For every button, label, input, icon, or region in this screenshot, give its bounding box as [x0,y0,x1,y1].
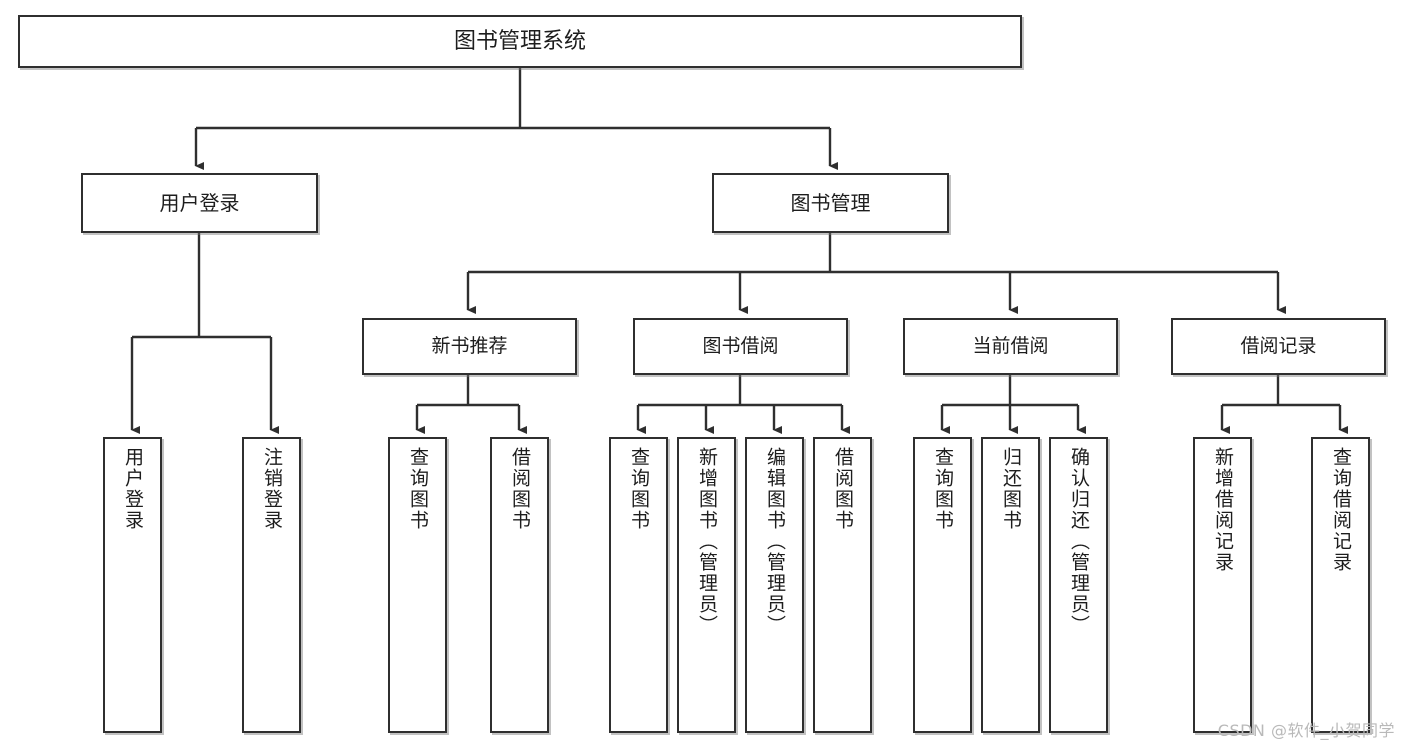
node-borrow-record[interactable]: 借阅记录 [1171,318,1386,375]
leaf-user-login-login[interactable]: 用户登录 [103,437,162,733]
node-book-borrow[interactable]: 图书借阅 [633,318,848,375]
leaf-current-borrow-confirm-return-label: 确认归还（管理员） [1068,447,1090,636]
leaf-new-book-borrow-label: 借阅图书 [509,447,531,531]
leaf-borrow-record-query-label: 查询借阅记录 [1330,447,1352,573]
leaf-borrow-record-add-label: 新增借阅记录 [1212,447,1234,573]
node-current-borrow-label: 当前借阅 [972,334,1049,357]
leaf-new-book-query-label: 查询图书 [407,447,429,531]
leaf-new-book-query[interactable]: 查询图书 [388,437,447,733]
node-user-login[interactable]: 用户登录 [81,173,318,233]
leaf-borrow-record-add[interactable]: 新增借阅记录 [1193,437,1252,733]
node-new-book-recommend[interactable]: 新书推荐 [362,318,577,375]
leaf-book-borrow-add[interactable]: 新增图书（管理员） [677,437,736,733]
leaf-book-borrow-query[interactable]: 查询图书 [609,437,668,733]
node-root-system-label: 图书管理系统 [453,28,586,54]
leaf-current-borrow-query[interactable]: 查询图书 [913,437,972,733]
leaf-book-borrow-query-label: 查询图书 [628,447,650,531]
csdn-watermark: CSDN @软件_小贺同学 [1217,721,1395,740]
node-book-management[interactable]: 图书管理 [712,173,949,233]
leaf-user-login-logout-label: 注销登录 [261,447,283,531]
leaf-current-borrow-return[interactable]: 归还图书 [981,437,1040,733]
node-book-borrow-label: 图书借阅 [702,334,779,357]
leaf-book-borrow-add-label: 新增图书（管理员） [696,447,718,636]
leaf-new-book-borrow[interactable]: 借阅图书 [490,437,549,733]
leaf-book-borrow-borrow-label: 借阅图书 [832,447,854,531]
leaf-borrow-record-query[interactable]: 查询借阅记录 [1311,437,1370,733]
node-new-book-recommend-label: 新书推荐 [431,334,508,357]
leaf-current-borrow-confirm-return[interactable]: 确认归还（管理员） [1049,437,1108,733]
node-book-management-label: 图书管理 [790,190,871,215]
leaf-book-borrow-borrow[interactable]: 借阅图书 [813,437,872,733]
leaf-user-login-logout[interactable]: 注销登录 [242,437,301,733]
leaf-current-borrow-query-label: 查询图书 [932,447,954,531]
node-user-login-label: 用户登录 [159,190,240,215]
leaf-user-login-login-label: 用户登录 [122,447,144,531]
leaf-book-borrow-edit-label: 编辑图书（管理员） [764,447,786,636]
leaf-current-borrow-return-label: 归还图书 [1000,447,1022,531]
node-root-system[interactable]: 图书管理系统 [18,15,1022,68]
leaf-book-borrow-edit[interactable]: 编辑图书（管理员） [745,437,804,733]
node-borrow-record-label: 借阅记录 [1240,334,1317,357]
node-current-borrow[interactable]: 当前借阅 [903,318,1118,375]
